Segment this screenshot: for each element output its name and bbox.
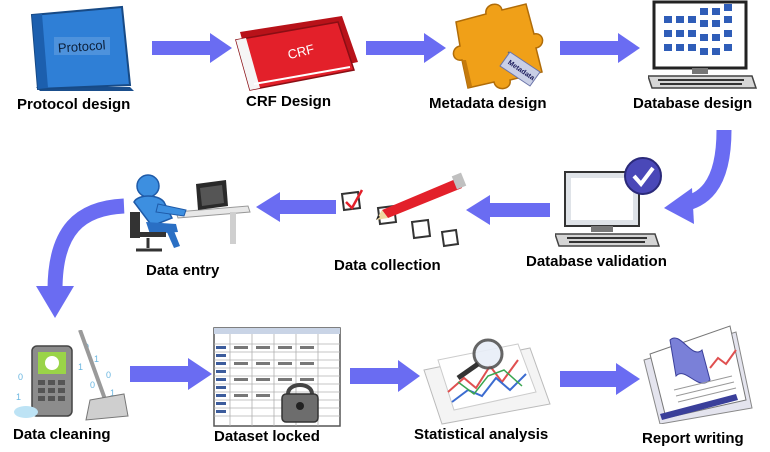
svg-text:1: 1 <box>16 392 21 402</box>
metadata-puzzle-icon: Metadata <box>452 3 544 90</box>
svg-text:1: 1 <box>94 354 99 364</box>
step-label-report-writing: Report writing <box>642 430 744 447</box>
step-label-database-validation: Database validation <box>526 253 667 270</box>
svg-text:0: 0 <box>18 372 23 382</box>
dataset-locked-icon <box>213 327 341 427</box>
crf-binder-icon: CRF <box>235 16 358 91</box>
svg-text:0: 0 <box>106 370 111 380</box>
data-collection-icon <box>340 172 467 248</box>
step-label-crf-design: CRF Design <box>246 93 332 110</box>
data-cleaning-icon: 01 10 01 01 <box>14 330 129 421</box>
svg-text:0: 0 <box>90 380 95 390</box>
svg-text:1: 1 <box>110 388 115 398</box>
step-label-data-cleaning: Data cleaning <box>13 426 111 443</box>
arrow-collection-to-entry <box>256 192 336 222</box>
crf-label: CRF <box>286 41 316 62</box>
statistical-analysis-icon <box>423 338 551 425</box>
arrow-metadata-to-database <box>560 33 640 63</box>
protocol-binder-icon: Protocol <box>30 5 134 91</box>
step-label-data-collection: Data collection <box>334 257 441 274</box>
step-label-protocol-design: Protocol design <box>17 96 131 113</box>
step-label-statistical-analysis: Statistical analysis <box>414 426 549 443</box>
arrow-cleaning-to-dataset <box>130 358 212 390</box>
step-label-database-design: Database design <box>633 95 753 112</box>
arrow-protocol-to-crf <box>152 33 232 63</box>
arrow-statistical-to-report <box>560 363 640 395</box>
arrow-crf-to-metadata <box>366 33 446 63</box>
binder-label: Protocol <box>57 37 106 55</box>
arrow-dataset-to-statistical <box>350 360 420 392</box>
arrow-validation-to-collection <box>466 195 550 225</box>
data-entry-person-icon <box>130 174 251 252</box>
svg-text:1: 1 <box>78 362 83 372</box>
arrow-entry-to-cleaning <box>47 198 125 291</box>
database-laptop-icon <box>648 0 758 89</box>
database-validation-icon <box>555 157 662 247</box>
step-label-metadata-design: Metadata design <box>429 95 547 112</box>
report-writing-icon <box>643 325 753 424</box>
step-label-dataset-locked: Dataset locked <box>214 428 320 445</box>
step-label-data-entry: Data entry <box>146 262 220 279</box>
